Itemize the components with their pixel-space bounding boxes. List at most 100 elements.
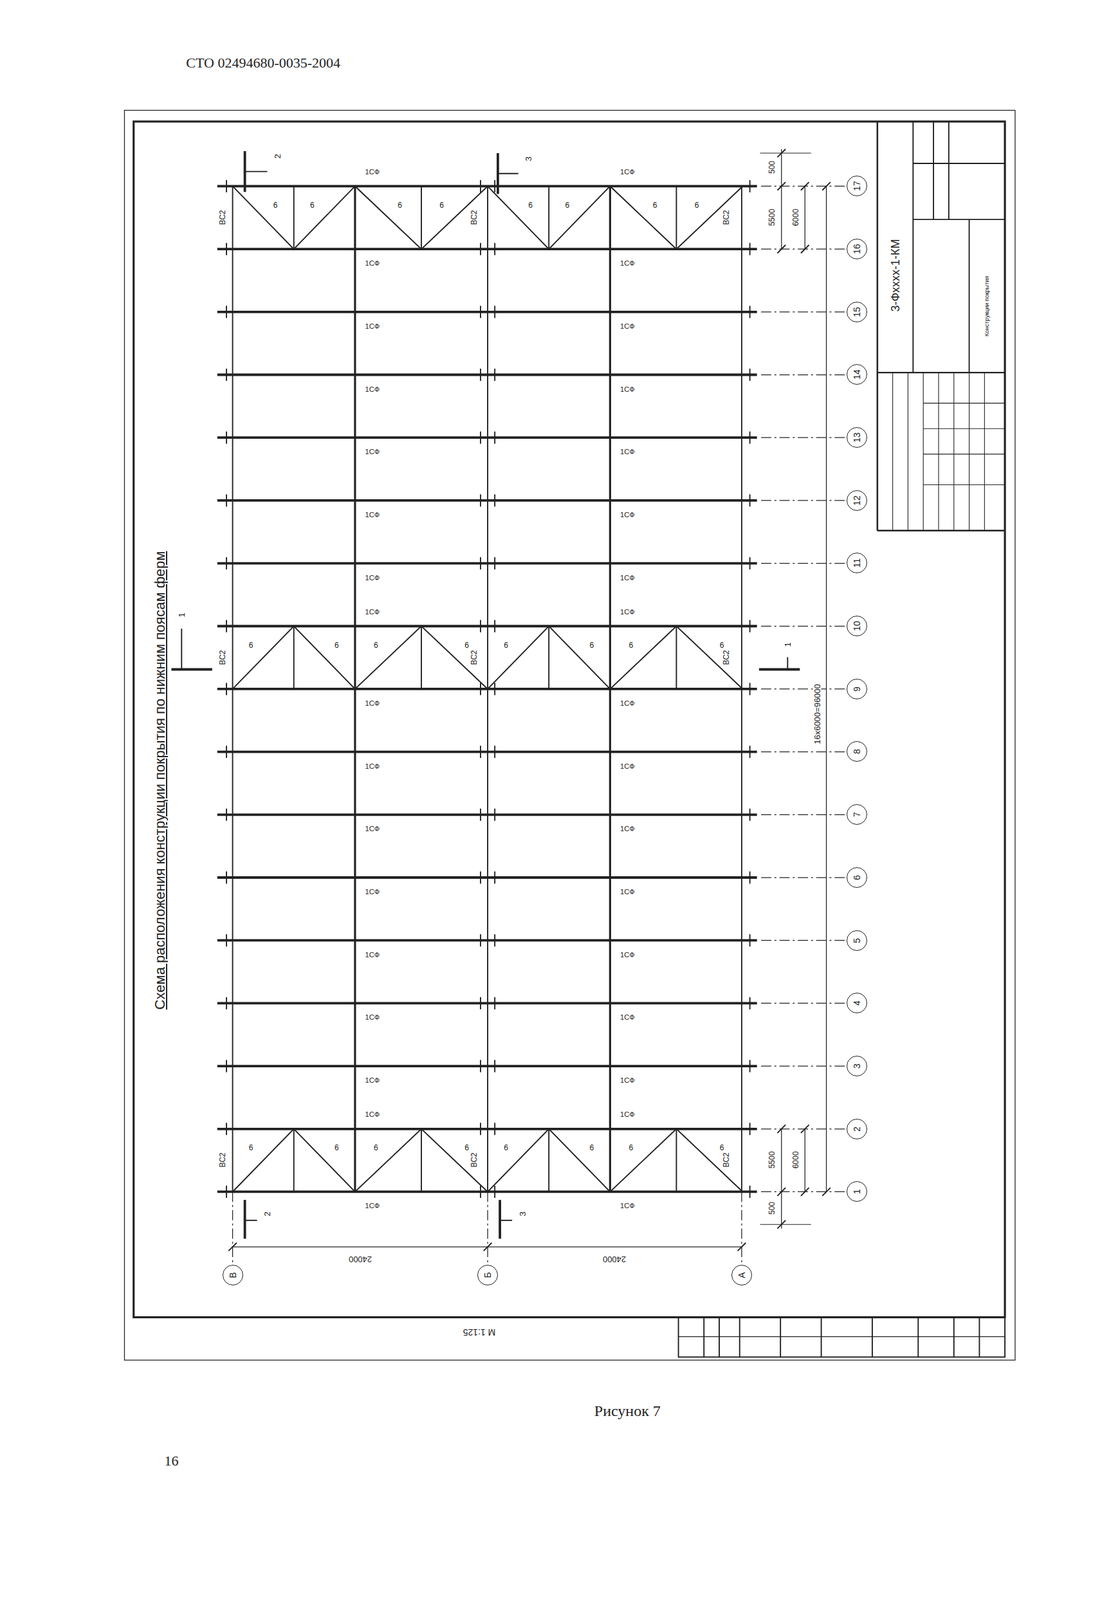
strut-mark: 1СФ: [364, 699, 381, 707]
strut-mark: 1СФ: [364, 607, 381, 616]
brace-mark: ВС2: [722, 1152, 731, 1169]
axis-bubble: Б: [477, 1264, 498, 1286]
dimension: 5500: [768, 1150, 776, 1170]
dimension: 24000: [602, 1254, 627, 1263]
axis-bubble: В: [222, 1264, 244, 1286]
strut-mark: 1СФ: [619, 1202, 635, 1210]
section-mark: 2: [263, 1211, 272, 1218]
strut-mark: 1СФ: [619, 510, 635, 518]
brace-mark: ВС2: [218, 1152, 227, 1169]
member-mark: 6: [564, 201, 570, 210]
member-mark: 6: [333, 1143, 340, 1152]
member-mark: 6: [719, 641, 726, 650]
axis-label: 11: [852, 558, 862, 569]
member-mark: 6: [396, 201, 403, 210]
axis-label: А: [737, 1272, 747, 1279]
axis-label: 12: [852, 495, 862, 506]
strut-mark: 1СФ: [619, 950, 635, 958]
strut-mark: 1СФ: [619, 385, 635, 393]
section-mark: 2: [273, 153, 282, 159]
axis-bubble: 3: [846, 1055, 868, 1077]
member-mark: 6: [694, 201, 700, 210]
dimension: 6000: [791, 1150, 800, 1170]
axis-label: 10: [852, 620, 862, 632]
strut-mark: 1СФ: [364, 1111, 381, 1119]
member-mark: 6: [333, 641, 340, 650]
axis-label: 9: [852, 686, 862, 692]
axis-label: 7: [852, 811, 862, 818]
strut-mark: 1СФ: [364, 1013, 381, 1021]
strut-mark: 1СФ: [619, 259, 635, 267]
axis-label: 15: [852, 306, 862, 318]
strut-mark: 1СФ: [619, 762, 635, 770]
strut-mark: 1СФ: [364, 825, 381, 833]
section-mark: 1: [177, 612, 186, 619]
drawing-title: Схема расположения конструкции покрытия …: [153, 550, 168, 1011]
strut-mark: 1СФ: [364, 322, 381, 330]
dimension: 6000: [791, 207, 800, 227]
member-mark: 6: [628, 641, 635, 650]
strut-mark: 1СФ: [364, 1202, 381, 1210]
member-mark: 6: [373, 1143, 379, 1152]
strut-mark: 1СФ: [619, 1013, 635, 1021]
member-mark: 6: [628, 1143, 635, 1152]
strut-mark: 1СФ: [364, 385, 381, 393]
section-mark: 1: [783, 642, 792, 648]
member-mark: 6: [248, 1143, 255, 1152]
brace-mark: ВС2: [470, 1152, 478, 1169]
member-mark: 6: [503, 641, 509, 650]
strut-mark: 1СФ: [364, 448, 381, 456]
brace-mark: ВС2: [470, 649, 478, 666]
axis-label: 14: [852, 369, 862, 381]
dimension: 500: [768, 160, 776, 175]
strut-mark: 1СФ: [364, 573, 381, 581]
strut-mark: 1СФ: [619, 1076, 635, 1084]
member-mark: 6: [588, 1143, 595, 1152]
axis-bubble: 15: [846, 301, 868, 323]
axis-label: 13: [852, 432, 862, 443]
axis-bubble: 14: [846, 364, 868, 385]
member-mark: 6: [503, 1143, 509, 1152]
member-mark: 6: [463, 641, 470, 650]
strut-mark: 1СФ: [364, 259, 381, 267]
strut-mark: 1СФ: [619, 607, 635, 616]
strut-mark: 1СФ: [619, 168, 635, 176]
member-mark: 6: [588, 641, 595, 650]
dimension: 16x6000=96000: [813, 683, 822, 745]
axis-label: В: [228, 1272, 238, 1279]
axis-bubble: 12: [846, 490, 868, 511]
axis-bubble: 2: [846, 1118, 868, 1140]
member-mark: 6: [438, 201, 445, 210]
axis-label: 17: [852, 180, 862, 192]
axis-bubble: 4: [846, 992, 868, 1014]
brace-mark: ВС2: [722, 209, 731, 226]
brace-mark: ВС2: [470, 209, 478, 226]
axis-bubble: 13: [846, 427, 868, 448]
member-mark: 6: [527, 201, 534, 210]
axis-label: 4: [852, 1000, 862, 1006]
strut-mark: 1СФ: [619, 825, 635, 833]
strut-mark: 1СФ: [364, 950, 381, 958]
dimension: 5500: [768, 207, 776, 227]
section-mark: 3: [517, 1211, 527, 1218]
member-mark: 6: [248, 641, 255, 650]
axis-label: 3: [852, 1063, 862, 1069]
axis-bubble: 10: [846, 615, 868, 637]
member-mark: 6: [309, 201, 316, 210]
axis-label: 6: [852, 874, 862, 881]
axis-label: 8: [852, 749, 862, 755]
brace-mark: ВС2: [218, 209, 227, 226]
axis-label: Б: [483, 1272, 493, 1279]
member-mark: 6: [463, 1143, 470, 1152]
member-mark: 6: [652, 201, 659, 210]
strut-mark: 1СФ: [619, 573, 635, 581]
strut-mark: 1СФ: [619, 448, 635, 456]
brace-mark: ВС2: [218, 649, 227, 666]
axis-bubble: 9: [846, 678, 868, 700]
axis-bubble: 11: [846, 552, 868, 574]
scale-note: М 1:125: [462, 1327, 497, 1337]
member-mark: 6: [272, 201, 279, 210]
strut-mark: 1СФ: [364, 762, 381, 770]
member-mark: 6: [719, 1143, 726, 1152]
figure-caption: Рисунок 7: [593, 1403, 662, 1419]
